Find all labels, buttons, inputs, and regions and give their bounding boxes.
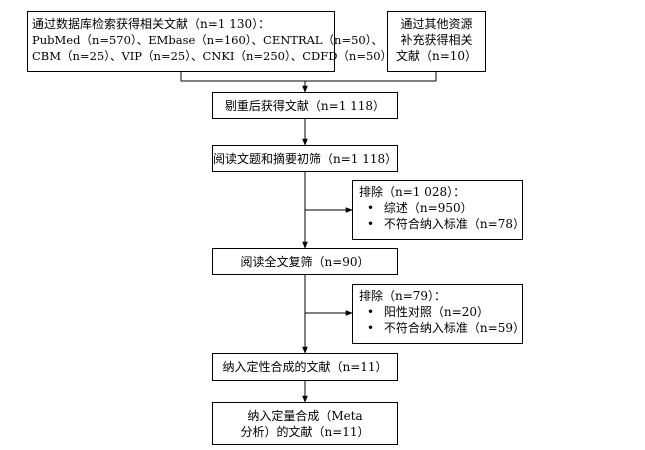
exclusion-box-2: 排除（n=79）： • 阳性对照（n=20） • 不符合纳入标准（n=59） xyxy=(352,284,525,344)
exclusion-2-title: 排除（n=79）： xyxy=(359,289,447,303)
quantitative-line-2: 分析）的文献（n=11） xyxy=(240,425,370,439)
exclusion-1-item: • 综述（n=950） xyxy=(359,200,522,216)
exclusion-2-item-text: 阳性对照（n=20） xyxy=(383,305,489,319)
fulltext-text: 阅读全文复筛（n=90） xyxy=(240,255,370,269)
other-sources-line-2: 补充获得相关 xyxy=(400,33,473,47)
dedup-text: 剔重后获得文献（n=1 118） xyxy=(224,99,386,113)
other-sources-line-1: 通过其他资源 xyxy=(400,17,473,31)
bullet-icon: • xyxy=(367,217,375,231)
exclusion-1-item: • 不符合纳入标准（n=78） xyxy=(359,216,525,232)
exclusion-1-item-text: 综述（n=950） xyxy=(383,201,473,215)
database-search-line-1: 通过数据库检索获得相关文献（n=1 130）： xyxy=(32,17,271,31)
quantitative-synthesis-box: 纳入定量合成（Meta 分析）的文献（n=11） xyxy=(212,402,398,445)
database-search-line-2: PubMed（n=570）、EMbase（n=160）、CENTRAL（n=50… xyxy=(32,33,383,47)
bullet-icon: • xyxy=(367,321,375,335)
bullet-icon: • xyxy=(367,201,375,215)
fulltext-screen-box: 阅读全文复筛（n=90） xyxy=(212,248,398,275)
database-search-line-3: CBM（n=25）、VIP（n=25）、CNKI（n=250）、CDFD（n=5… xyxy=(32,49,393,63)
bullet-icon: • xyxy=(367,305,375,319)
other-sources-line-3: 文献（n=10） xyxy=(395,49,478,63)
exclusion-2-item: • 不符合纳入标准（n=59） xyxy=(359,320,525,336)
exclusion-box-1: 排除（n=1 028）： • 综述（n=950） • 不符合纳入标准（n=78） xyxy=(352,180,525,240)
dedup-box: 剔重后获得文献（n=1 118） xyxy=(212,92,398,119)
exclusion-2-item-text: 不符合纳入标准（n=59） xyxy=(383,321,525,335)
title-abstract-screen-box: 阅读文题和摘要初筛（n=1 118） xyxy=(212,145,398,172)
exclusion-1-item-text: 不符合纳入标准（n=78） xyxy=(383,217,525,231)
quantitative-line-1: 纳入定量合成（Meta xyxy=(247,409,363,423)
database-search-box: 通过数据库检索获得相关文献（n=1 130）： PubMed（n=570）、EM… xyxy=(27,11,393,72)
qualitative-synthesis-box: 纳入定性合成的文献（n=11） xyxy=(212,353,398,381)
title-abstract-text: 阅读文题和摘要初筛（n=1 118） xyxy=(213,152,398,166)
exclusion-1-title: 排除（n=1 028）： xyxy=(359,185,466,199)
qualitative-text: 纳入定性合成的文献（n=11） xyxy=(222,360,388,374)
exclusion-2-item: • 阳性对照（n=20） xyxy=(359,304,522,320)
other-sources-box: 通过其他资源 补充获得相关 文献（n=10） xyxy=(387,11,486,72)
